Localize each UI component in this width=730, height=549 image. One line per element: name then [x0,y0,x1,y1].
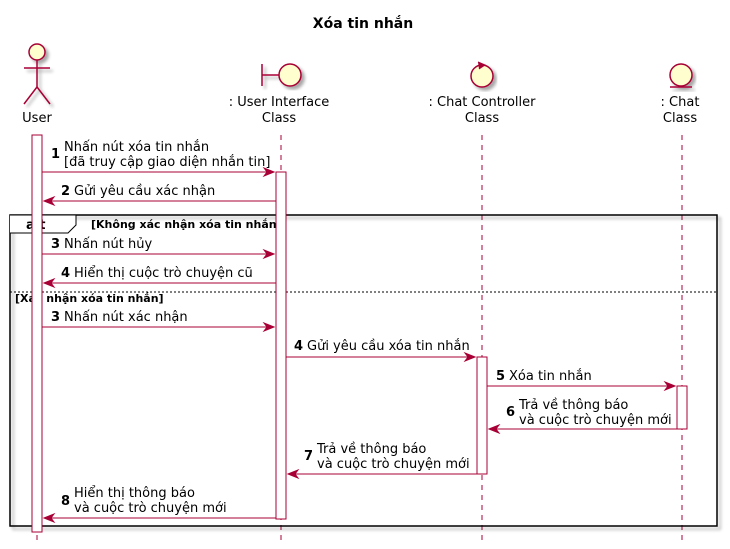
activation-user [31,134,43,533]
message-number: 5 [496,369,505,384]
activation-ctrl [476,356,488,475]
message-number: 3 [51,310,60,325]
control-icon [470,61,494,88]
message-2: 2 Gửi yêu cầu xác nhận [42,184,276,207]
diagram-title: Xóa tin nhắn [313,15,413,32]
participant-label: Class [663,111,697,126]
message-4-show-old: 4 Hiển thị cuộc trò chuyện cũ [42,266,276,289]
message-label: và cuộc trò chuyện mới [74,501,227,516]
message-7: 7 Trả về thông báo và cuộc trò chuyện mớ… [286,442,477,480]
actor-icon [23,43,51,105]
participant-user: User [22,43,52,126]
message-label: Trả về thông báo [518,398,628,413]
message-label: Hiển thị thông báo [74,486,195,501]
message-label: Nhấn nút xác nhận [64,310,188,325]
message-label: và cuộc trò chuyện mới [317,457,470,472]
message-number: 7 [304,449,313,464]
message-label: Trả về thông báo [316,442,426,457]
message-1: 1 Nhấn nút xóa tin nhắn [đã truy cập gia… [42,140,276,178]
message-label: [đã truy cập giao diện nhắn tin] [64,155,270,170]
participant-label: Class [465,111,499,126]
message-label: Nhấn nút xóa tin nhắn [64,140,209,155]
message-number: 3 [51,237,60,252]
alt-frame [9,214,718,527]
activation-chat [676,385,688,430]
alt-fragment: alt [Không xác nhận xóa tin nhắn] [Xác n… [9,214,718,527]
message-label: và cuộc trò chuyện mới [519,413,672,428]
message-number: 8 [61,494,70,509]
entity-icon [669,63,693,88]
participant-label: : User Interface [229,95,329,110]
participant-chat: : Chat Class [661,63,700,126]
message-label: Hiển thị cuộc trò chuyện cũ [74,266,253,281]
message-number: 1 [51,147,60,162]
message-8: 8 Hiển thị thông báo và cuộc trò chuyện … [42,486,276,524]
activation-ui [275,171,287,520]
alt-guard-2: [Xác nhận xóa tin nhắn] [15,292,164,305]
message-5: 5 Xóa tin nhắn [487,369,677,392]
message-label: Nhấn nút hủy [64,237,152,252]
message-4-delete-request: 4 Gửi yêu cầu xóa tin nhắn [286,339,477,363]
message-3-cancel: 3 Nhấn nút hủy [42,237,276,260]
participant-label: Class [262,111,296,126]
alt-tab [10,214,77,234]
participant-label: User [22,111,52,126]
message-number: 6 [506,405,515,420]
participant-ctrl: : Chat Controller Class [429,61,537,126]
message-label: Gửi yêu cầu xóa tin nhắn [307,339,470,354]
participant-label: : Chat Controller [429,95,537,110]
boundary-icon [261,63,302,87]
message-label: Gửi yêu cầu xác nhận [74,184,215,199]
participant-label: : Chat [661,95,700,110]
participant-ui: : User Interface Class [229,63,329,126]
message-label: Xóa tin nhắn [509,369,592,384]
message-6: 6 Trả về thông báo và cuộc trò chuyện mớ… [487,398,677,435]
alt-guard-1: [Không xác nhận xóa tin nhắn] [91,218,282,231]
message-number: 4 [61,266,70,281]
message-number: 4 [294,339,303,354]
message-number: 2 [61,184,70,199]
message-3-confirm: 3 Nhấn nút xác nhận [42,310,276,333]
